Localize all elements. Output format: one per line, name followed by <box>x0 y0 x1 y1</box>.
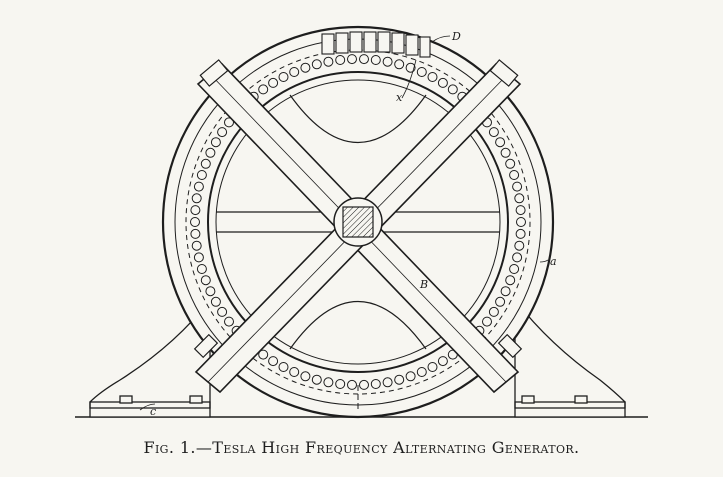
coil-link <box>210 296 221 307</box>
label-c: c <box>150 405 156 418</box>
coil-link <box>447 84 458 95</box>
coil-link <box>416 367 427 377</box>
coil-link <box>205 147 216 158</box>
coil-link <box>505 275 516 286</box>
coil-link <box>335 55 346 65</box>
coil-link <box>323 377 334 388</box>
coil-link <box>437 77 448 88</box>
coil-link <box>200 275 211 286</box>
coil-link <box>289 367 300 377</box>
coil-link <box>200 158 211 169</box>
coil-link <box>370 379 381 389</box>
coil-link <box>196 264 207 274</box>
coil-link <box>516 217 526 227</box>
coil-link <box>500 286 511 297</box>
coil-link <box>509 170 520 180</box>
coil-link <box>210 137 221 148</box>
label-x: x <box>396 91 403 104</box>
coil-link <box>512 181 523 192</box>
arm-bolts <box>193 59 523 359</box>
coil-link <box>217 306 228 317</box>
coil-link <box>224 316 234 327</box>
coil-link <box>509 264 520 274</box>
coil-link <box>500 147 511 158</box>
coil-link <box>505 158 516 169</box>
coil-link <box>514 240 525 251</box>
coil-link <box>300 371 311 382</box>
coil-link <box>427 362 438 372</box>
coil-link <box>205 286 216 297</box>
coil-link <box>495 296 506 307</box>
coil-link <box>289 67 300 77</box>
coil-link <box>335 379 346 389</box>
label-b: B <box>419 278 428 291</box>
coil-link <box>300 62 311 73</box>
coil-link <box>196 170 207 180</box>
coil-link <box>394 59 405 70</box>
coil-link <box>394 374 405 385</box>
coil-link <box>405 371 416 382</box>
coil-link <box>191 193 202 204</box>
coil-link <box>437 356 448 367</box>
coil-chain <box>190 54 526 390</box>
coil-link <box>382 377 393 388</box>
coil-link <box>482 316 492 327</box>
coil-link <box>405 62 416 73</box>
coil-link <box>512 252 523 263</box>
label-a: a <box>550 255 557 268</box>
coil-link <box>278 362 289 372</box>
coil-link <box>224 117 234 128</box>
base-foot-right <box>514 298 626 418</box>
coil-link <box>193 181 204 192</box>
coil-link <box>190 217 200 227</box>
coil-link <box>347 54 357 65</box>
coil-link <box>278 72 289 82</box>
shaft <box>342 206 374 238</box>
coil-link <box>347 379 357 390</box>
inner-ring-edge <box>215 79 501 365</box>
coil-link <box>488 127 499 138</box>
coil-link <box>268 77 279 88</box>
coil-link <box>382 56 393 67</box>
coil-link <box>193 252 204 263</box>
coil-link <box>217 127 228 138</box>
coil-link <box>258 349 269 360</box>
coil-link <box>190 228 201 239</box>
coil-link <box>495 137 506 148</box>
leader-lines <box>139 35 549 411</box>
coil-link <box>323 56 334 67</box>
coil-link <box>191 240 202 251</box>
coil-link <box>268 356 279 367</box>
coil-link <box>258 84 269 95</box>
wheel-spokes <box>216 94 500 350</box>
coil-link <box>370 55 381 65</box>
coil-link <box>515 228 526 239</box>
coil-link <box>359 54 369 65</box>
label-d: D <box>451 30 461 43</box>
coil-link <box>190 205 201 216</box>
coil-link <box>359 379 369 390</box>
coil-link <box>515 205 526 216</box>
coil-link <box>427 72 438 82</box>
coil-block <box>321 31 431 58</box>
coil-link <box>416 67 427 77</box>
coil-link <box>514 193 525 204</box>
coil-link <box>311 374 322 385</box>
figure-caption: Fig. 1.—Tesla High Frequency Alternating… <box>143 438 580 457</box>
coil-link <box>488 306 499 317</box>
coil-link <box>311 59 322 70</box>
